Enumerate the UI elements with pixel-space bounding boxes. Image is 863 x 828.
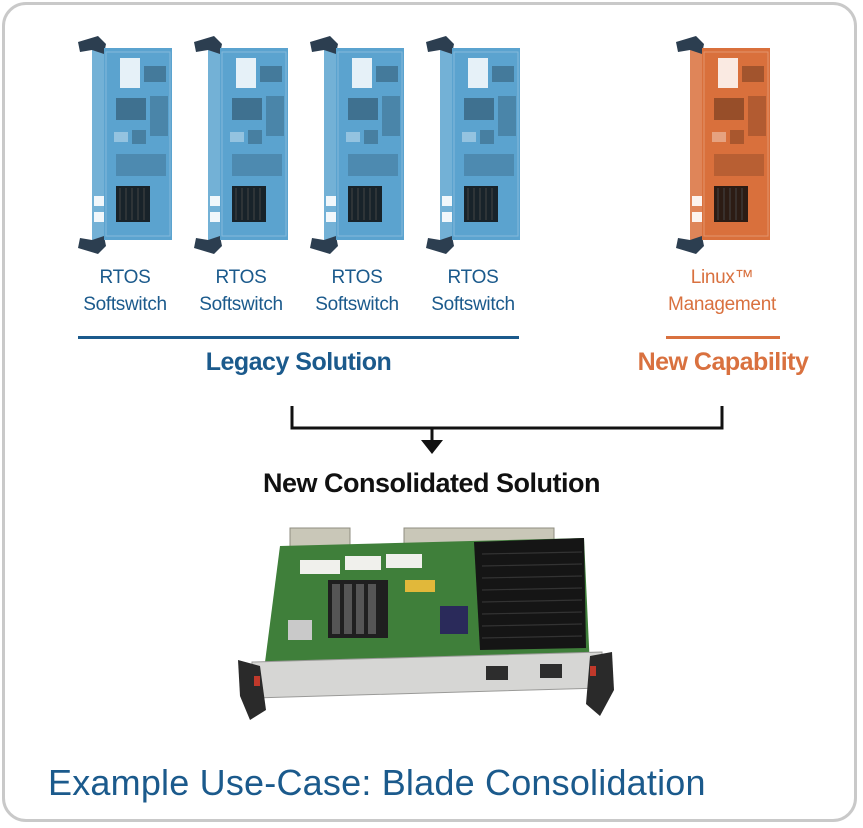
merge-arrow-head-icon	[421, 440, 443, 454]
rtos-blade-image-2	[193, 36, 289, 254]
rtos-blade-image-3	[309, 36, 405, 254]
rtos-blade-image-1	[77, 36, 173, 254]
consolidated-blade-image	[238, 527, 614, 720]
merge-connector	[290, 406, 724, 454]
new-capability-group-title: New Capability	[637, 348, 809, 376]
legacy-group-title: Legacy Solution	[205, 348, 392, 376]
new-capability-group-line	[666, 336, 780, 339]
linux-blade-image	[675, 36, 771, 254]
rtos-blade-image-4	[425, 36, 521, 254]
consolidated-title: New Consolidated Solution	[263, 468, 601, 498]
use-case-title: Example Use-Case: Blade Consolidation	[48, 762, 706, 803]
legacy-group-line	[78, 336, 519, 339]
